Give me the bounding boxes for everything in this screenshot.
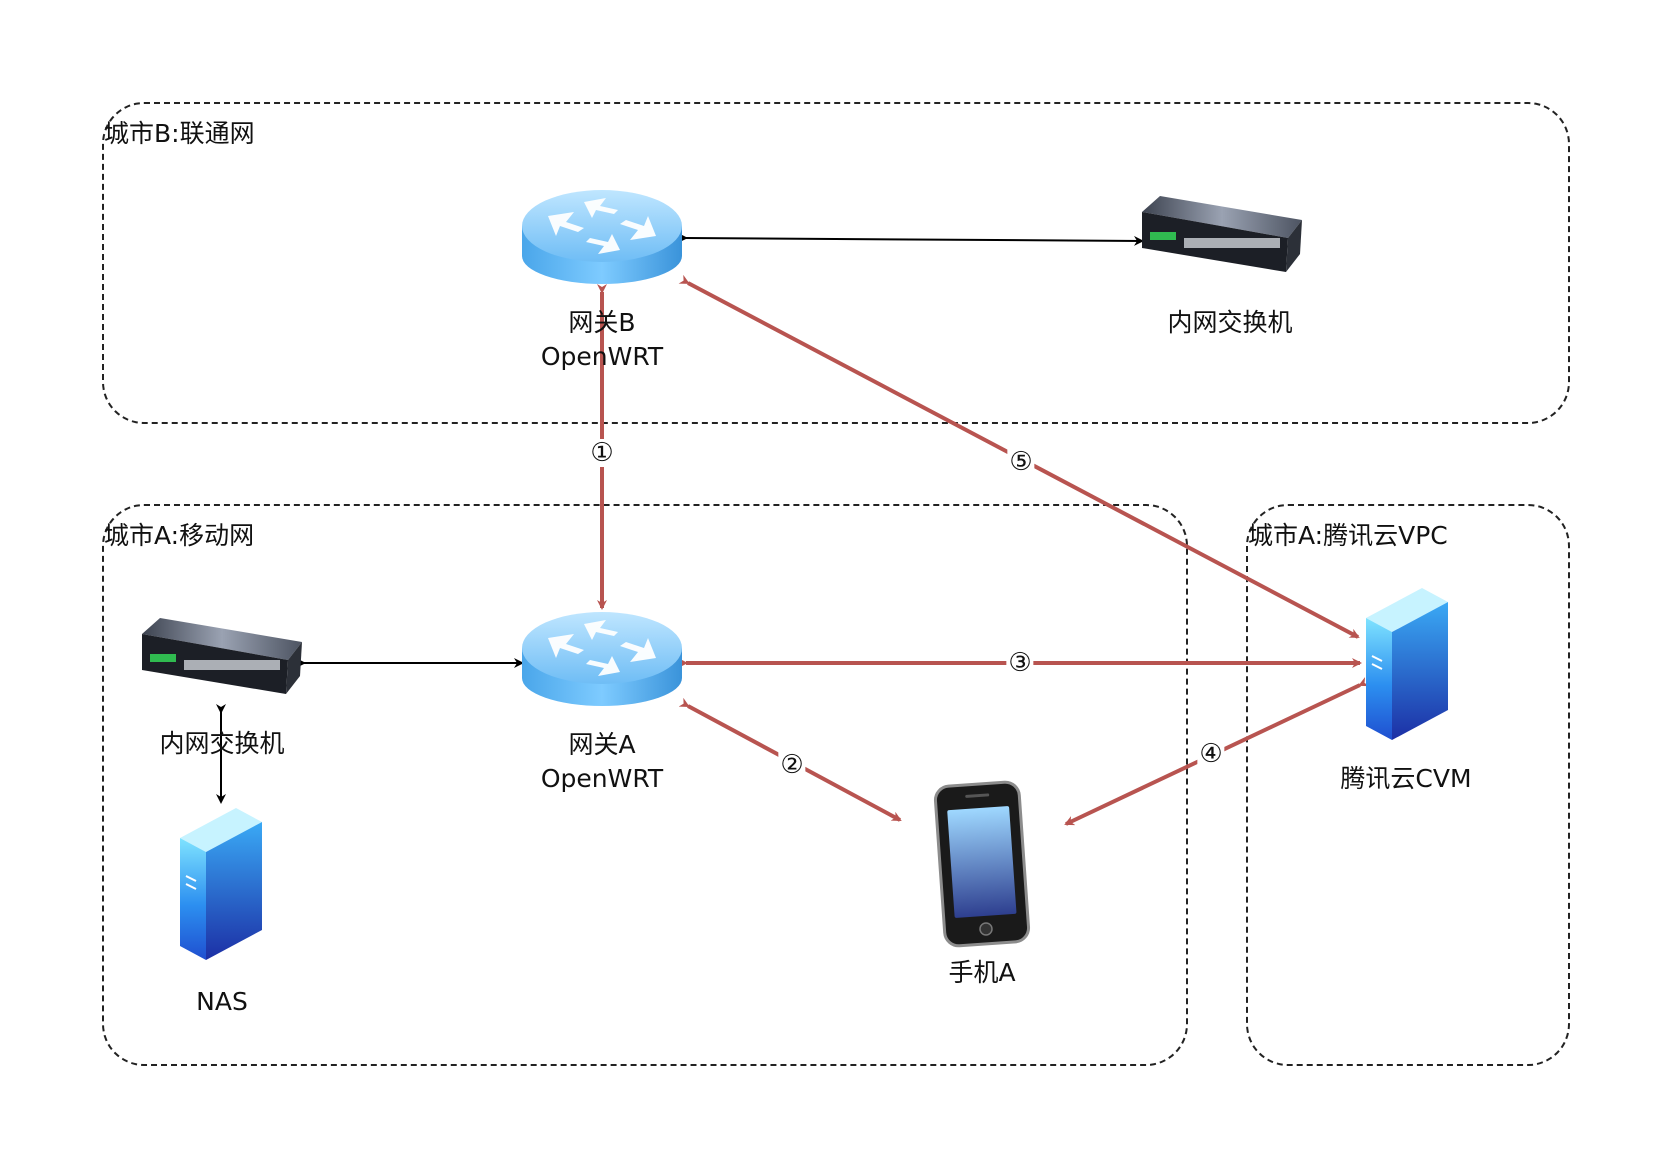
switch-a-icon (142, 618, 302, 694)
zone-city-a-mobile-label: 城市A:移动网 (104, 521, 255, 550)
gateway-a-os: OpenWRT (540, 764, 664, 793)
gateway-b-os: OpenWRT (540, 342, 664, 371)
link-4-label: ④ (1197, 739, 1225, 769)
gateway-a-name: 网关A (568, 730, 636, 759)
gateway-b-name: 网关B (568, 308, 636, 337)
gateway-b-label: 网关B OpenWRT (522, 306, 682, 374)
nas-label: NAS (196, 987, 248, 1016)
link-gwb-switchb (677, 232, 1144, 246)
switch-b-icon (1142, 196, 1302, 272)
link-2-label: ② (778, 750, 806, 780)
link-5-label: ⑤ (1007, 447, 1035, 477)
router-a-icon (522, 612, 682, 706)
router-b-icon (522, 190, 682, 284)
phone-label: 手机A (948, 958, 1016, 987)
cvm-server-icon (1366, 588, 1448, 740)
cvm-label: 腾讯云CVM (1340, 764, 1472, 793)
link-1-label: ① (588, 438, 616, 468)
gateway-a-label: 网关A OpenWRT (522, 728, 682, 796)
nas-server-icon (180, 808, 262, 960)
switch-b-label: 内网交换机 (1167, 308, 1293, 337)
zone-city-b-label: 城市B:联通网 (104, 119, 255, 148)
switch-a-label: 内网交换机 (159, 729, 285, 758)
phone-icon (933, 780, 1031, 948)
link-3-label: ③ (1006, 648, 1034, 678)
